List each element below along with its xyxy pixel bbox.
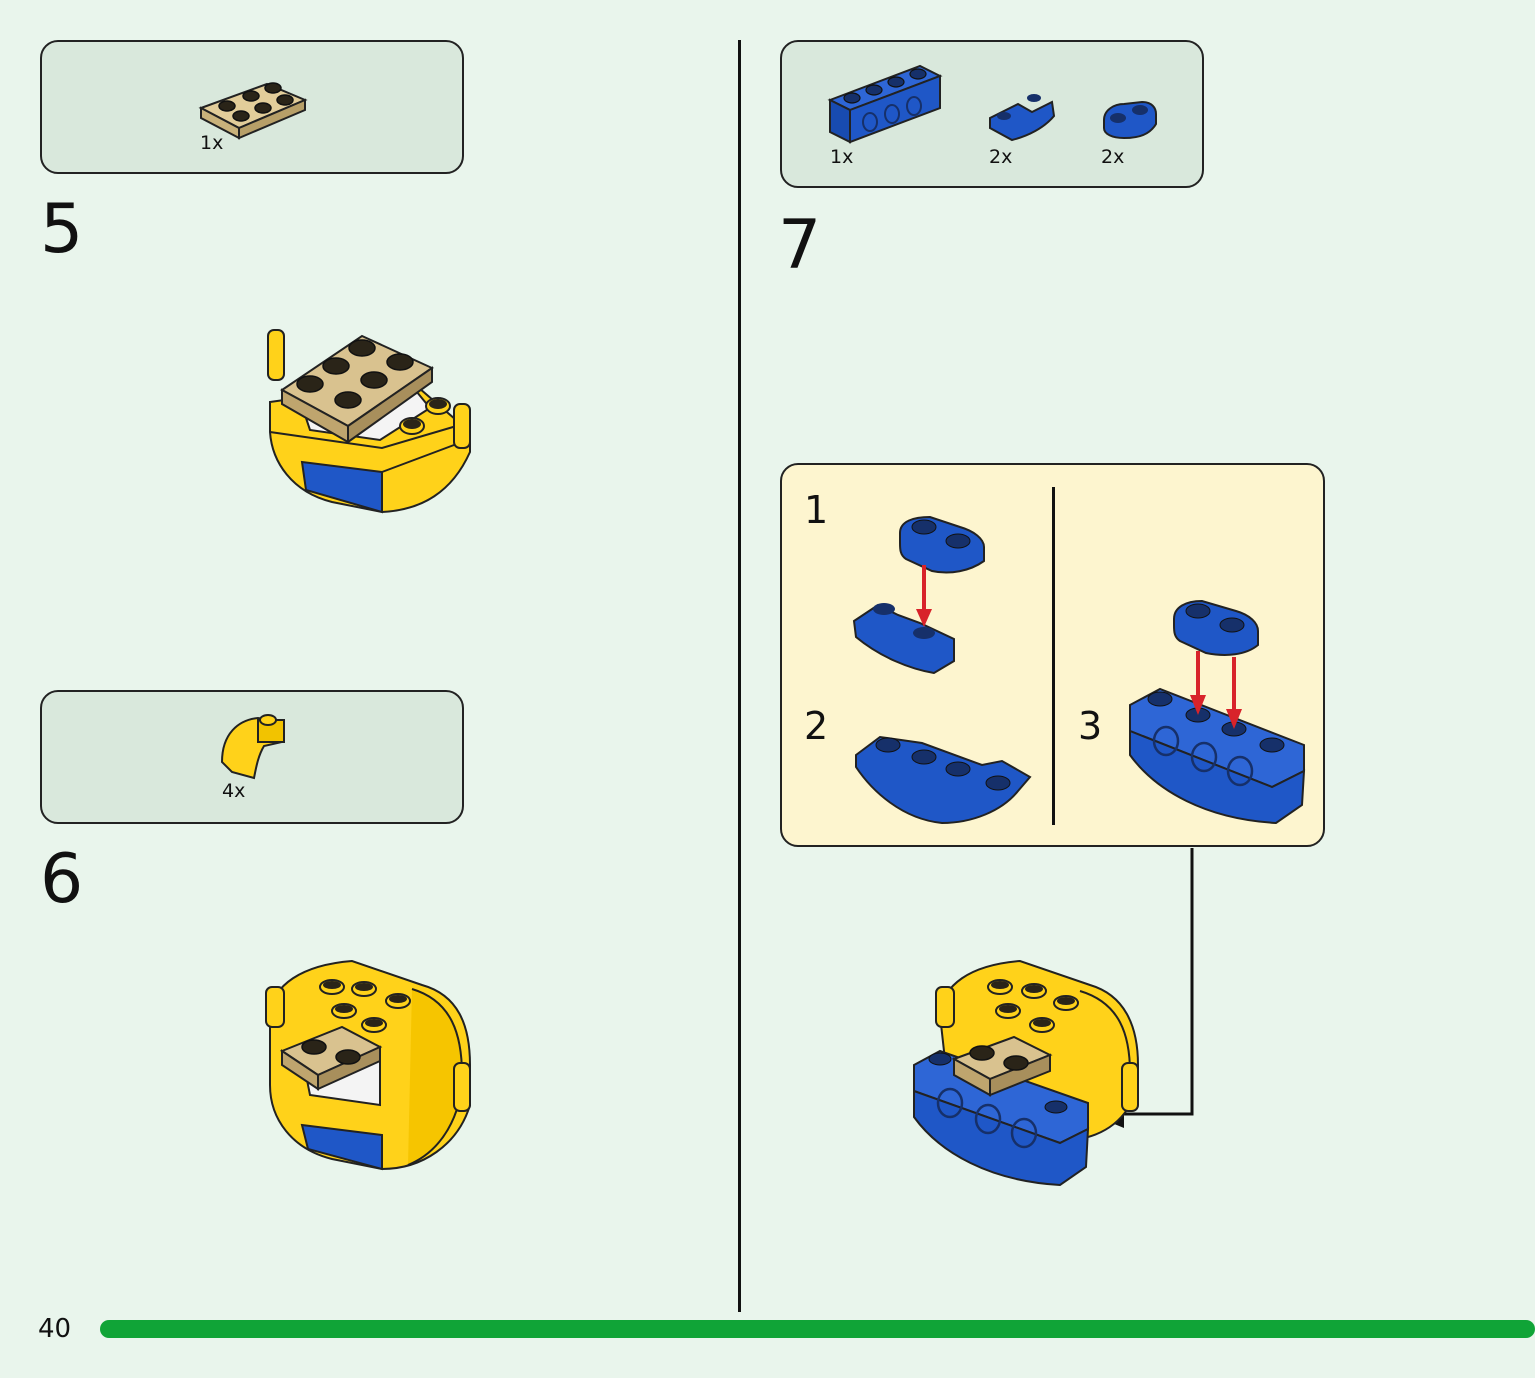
step6-number: 6	[40, 840, 84, 919]
blue-rounded-plate-icon	[1103, 100, 1157, 140]
yellow-curved-slope-icon	[220, 714, 285, 780]
substep-3-number: 3	[1078, 704, 1103, 748]
step5-number: 5	[40, 190, 84, 269]
step7-part3-qty: 2x	[1101, 146, 1125, 168]
blue-technic-brick-icon	[827, 64, 943, 144]
progress-bar	[100, 1320, 1535, 1338]
step6-parts-box: 4x	[40, 690, 464, 824]
step6-part-qty: 4x	[222, 780, 246, 802]
step7-number: 7	[778, 206, 822, 285]
substep-1-number: 1	[804, 488, 829, 532]
step7-build-illustration	[913, 959, 1139, 1187]
step6-build-illustration	[265, 959, 471, 1171]
callout-divider	[1052, 487, 1055, 825]
step5-build-illustration	[267, 329, 471, 514]
substep-2-illustration	[855, 735, 1032, 825]
page-divider	[738, 40, 741, 1312]
step7-parts-box: 1x 2x 2x	[780, 40, 1204, 188]
page-number: 40	[38, 1314, 72, 1344]
step7-subassembly-callout: 1 2 3	[780, 463, 1325, 847]
step5-parts-box: 1x	[40, 40, 464, 174]
step5-part-qty: 1x	[200, 132, 224, 154]
substep-1-illustration	[852, 515, 985, 675]
step7-part2-qty: 2x	[989, 146, 1013, 168]
substep-2-number: 2	[804, 704, 829, 748]
tan-plate-icon	[198, 82, 308, 140]
blue-curved-slope-icon	[989, 94, 1056, 142]
step7-part1-qty: 1x	[830, 146, 854, 168]
substep-3-illustration	[1129, 599, 1306, 825]
